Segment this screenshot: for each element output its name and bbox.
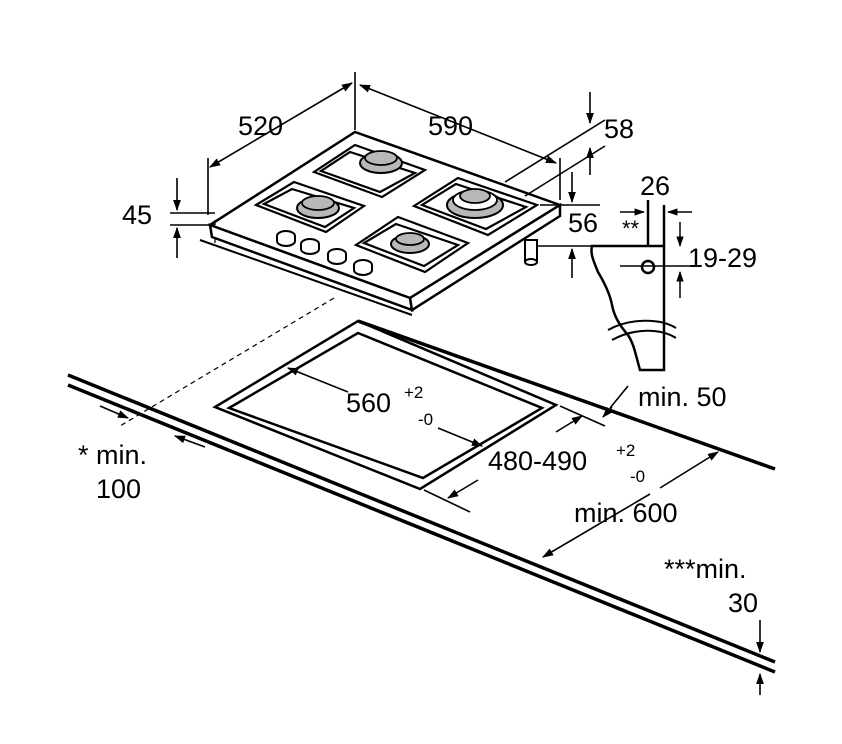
label-cutout-depth: 480-490 [488, 446, 587, 476]
label-cutout-width: 560 [346, 388, 391, 418]
worktop-cutout [212, 319, 559, 491]
label-bracket-width: 26 [640, 171, 670, 201]
label-rear-clearance: min. 50 [638, 382, 727, 412]
label-depth: 520 [238, 111, 283, 141]
hob [199, 130, 563, 316]
label-worktop-thickness-2: 30 [728, 588, 758, 618]
label-height-right: 56 [568, 208, 598, 238]
label-height-top: 58 [604, 114, 634, 144]
control-knob-icon [276, 230, 538, 276]
label-worktop-depth: min. 600 [574, 498, 678, 528]
label-front-clearance-1: * min. [78, 440, 147, 470]
dimension-labels: 520 590 58 45 56 26 ** 19-29 560 +2 -0 4… [78, 111, 758, 618]
label-bracket-marker: ** [622, 216, 640, 241]
worktop [67, 319, 776, 674]
label-width: 590 [428, 111, 473, 141]
label-cutout-depth-minus: -0 [630, 467, 645, 486]
label-cutout-depth-plus: +2 [616, 441, 635, 460]
mounting-bracket-icon [590, 200, 692, 372]
label-cutout-width-minus: -0 [418, 410, 433, 429]
label-height-front: 45 [122, 200, 152, 230]
dimension-lines [99, 72, 764, 695]
label-worktop-thickness-1: ***min. [664, 554, 747, 584]
label-cutout-width-plus: +2 [404, 383, 423, 402]
label-bracket-range: 19-29 [688, 243, 757, 273]
label-front-clearance-2: 100 [96, 474, 141, 504]
